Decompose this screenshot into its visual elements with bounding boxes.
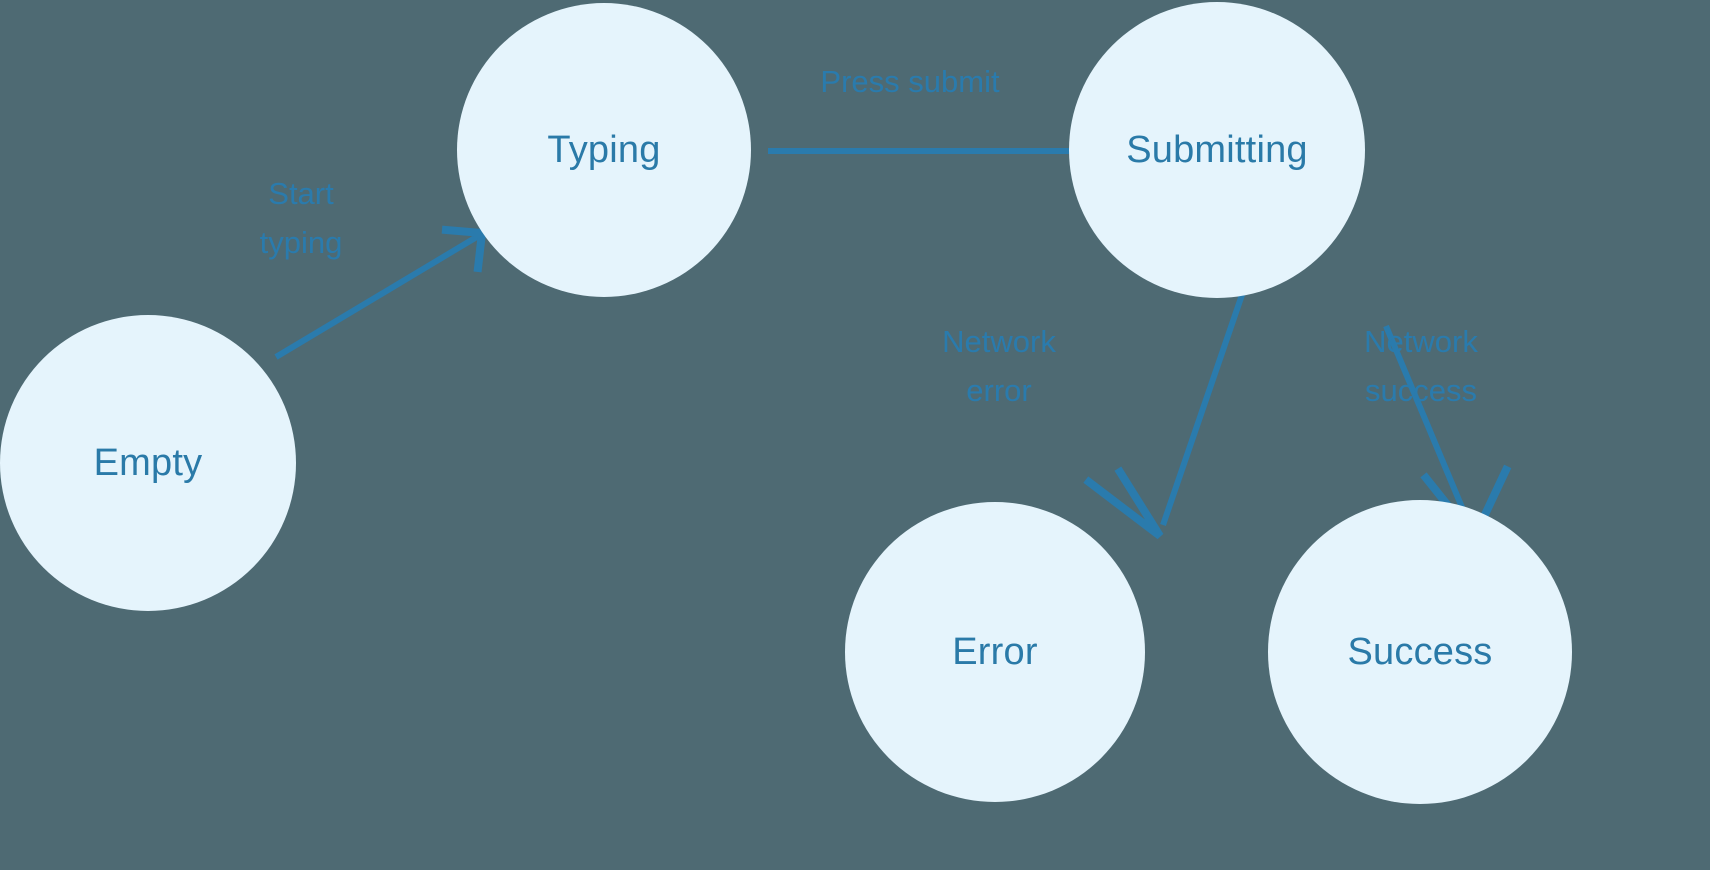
node-empty[interactable]: Empty (0, 315, 296, 611)
node-success-label: Success (1347, 631, 1493, 673)
node-submitting[interactable]: Submitting (1069, 2, 1365, 298)
node-error[interactable]: Error (845, 502, 1145, 802)
node-submitting-label: Submitting (1126, 129, 1308, 171)
node-error-label: Error (952, 631, 1038, 673)
edge-submitting-to-error (1083, 288, 1247, 540)
node-success[interactable]: Success (1268, 500, 1572, 804)
node-empty-label: Empty (93, 442, 203, 484)
edge-empty-to-typing (274, 225, 487, 360)
node-typing-label: Typing (547, 129, 661, 171)
node-typing[interactable]: Typing (457, 3, 751, 297)
